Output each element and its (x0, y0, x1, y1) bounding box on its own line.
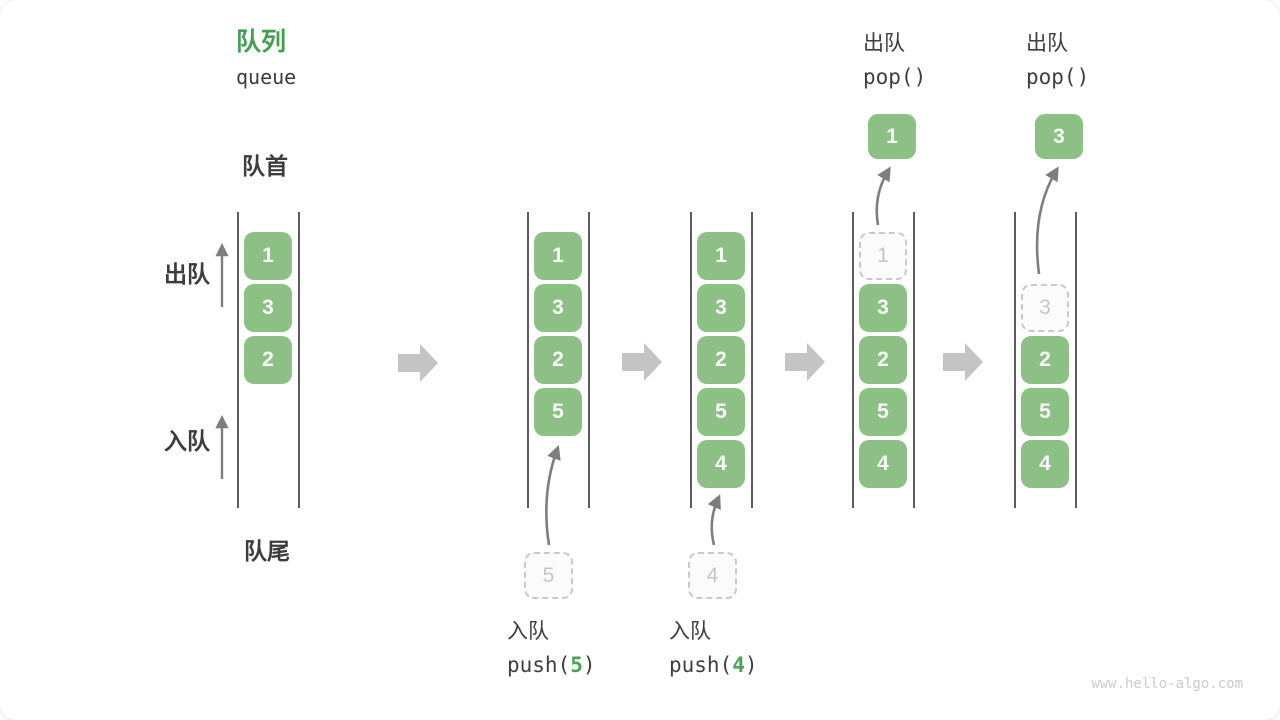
block-arrow-icon (943, 343, 983, 381)
queue-cell: 3 (859, 284, 907, 332)
pop-1-op-label: 出队 pop() (863, 33, 926, 88)
pop-op-zh: 出队 (863, 32, 905, 55)
push-4-arrow (707, 494, 721, 546)
dequeue-side-label: 出队 (164, 261, 210, 287)
queue-rail-line (1075, 212, 1077, 508)
push-op-zh: 入队 (669, 620, 711, 643)
page-subtitle: queue (236, 65, 297, 89)
queue-rail-line (1014, 212, 1016, 508)
push-op-code: push(4) (669, 653, 758, 677)
queue-cell-dashed: 1 (859, 232, 907, 280)
watermark: www.hello-algo.com (1091, 676, 1243, 692)
pop-op-code: pop() (1026, 65, 1090, 89)
queue-rail-line (588, 212, 590, 508)
popped-cell: 3 (1035, 114, 1083, 159)
queue-rail-line (751, 212, 753, 508)
block-arrow-icon (785, 343, 825, 381)
staged-item-box: 5 (524, 552, 573, 599)
queue-cell: 1 (244, 232, 292, 280)
queue-cell: 4 (859, 440, 907, 488)
queue-cell: 5 (534, 388, 582, 436)
push-5-op-label: 入队 push(5) (507, 621, 596, 676)
queue-cell: 1 (534, 232, 582, 280)
pop-2-op-label: 出队 pop() (1026, 33, 1089, 88)
queue-rear-label: 队尾 (244, 538, 290, 564)
push-5-arrow (545, 444, 561, 546)
queue-rail-line (913, 212, 915, 508)
queue-cell: 3 (244, 284, 292, 332)
queue-cell: 5 (1021, 388, 1069, 436)
queue-cell: 2 (697, 336, 745, 384)
state-transition-arrows (398, 343, 983, 382)
queue-cell: 4 (1021, 440, 1069, 488)
queue-rail-line (527, 212, 529, 508)
pop-3-arrow (1035, 166, 1059, 275)
staged-item-box: 4 (688, 552, 737, 599)
push-4-op-label: 入队 push(4) (669, 621, 758, 676)
queue-cell-dashed: 3 (1021, 284, 1069, 332)
queue-front-label: 队首 (242, 153, 288, 179)
queue-rail-line (852, 212, 854, 508)
push-op-zh: 入队 (507, 620, 549, 643)
queue-cell: 2 (859, 336, 907, 384)
queue-cell: 2 (244, 336, 292, 384)
queue-cell: 5 (697, 388, 745, 436)
pop-1-arrow (875, 166, 891, 226)
queue-cell: 3 (534, 284, 582, 332)
pop-op-code: pop() (863, 65, 927, 89)
queue-rail-line (690, 212, 692, 508)
queue-cell: 1 (697, 232, 745, 280)
block-arrow-icon (622, 343, 662, 381)
header: 队列 queue (236, 28, 297, 89)
push-op-code: push(5) (507, 653, 596, 677)
queue-rail-line (237, 212, 239, 508)
pop-op-zh: 出队 (1026, 32, 1068, 55)
queue-cell: 4 (697, 440, 745, 488)
queue-cell: 5 (859, 388, 907, 436)
page-title: 队列 (236, 28, 287, 56)
queue-cell: 3 (697, 284, 745, 332)
queue-cell: 2 (534, 336, 582, 384)
queue-rail-line (298, 212, 300, 508)
enqueue-side-label: 入队 (164, 428, 210, 454)
block-arrow-icon (398, 344, 438, 382)
popped-cell: 1 (868, 114, 916, 159)
queue-cell: 2 (1021, 336, 1069, 384)
